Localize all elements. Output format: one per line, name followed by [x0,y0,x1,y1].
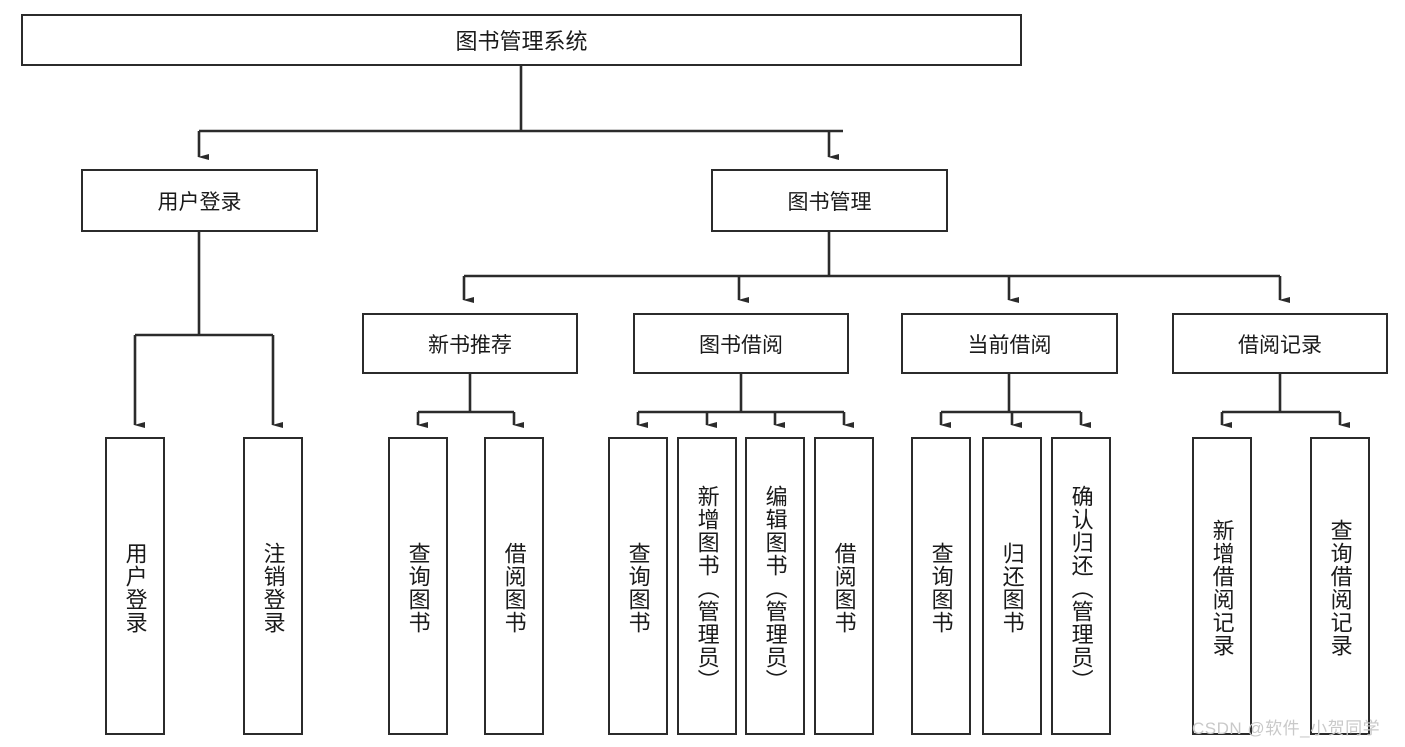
leaf-node-label: 新增借阅记录 [1209,519,1235,657]
leaf-node[interactable]: 查询图书 [608,437,668,735]
leaf-node-label: 查询图书 [405,542,431,634]
leaf-node[interactable]: 编辑图书（管理员） [745,437,805,735]
node-label: 图书管理 [787,190,872,214]
leaf-node[interactable]: 用户登录 [105,437,165,735]
leaf-node-label: 注销登录 [260,542,286,634]
node-root-system[interactable]: 图书管理系统 [21,14,1022,66]
leaf-node-label: 新增图书（管理员） [694,484,720,692]
leaf-node[interactable]: 借阅图书 [814,437,874,735]
leaf-node-label: 查询借阅记录 [1327,519,1353,657]
leaf-node[interactable]: 注销登录 [243,437,303,735]
node-book-management[interactable]: 图书管理 [711,169,948,232]
node-user-login[interactable]: 用户登录 [81,169,318,232]
leaf-node-label: 用户登录 [122,542,148,634]
node-label: 新书推荐 [428,333,512,357]
leaf-node[interactable]: 查询借阅记录 [1310,437,1370,735]
leaf-node[interactable]: 归还图书 [982,437,1042,735]
node-borrow-record[interactable]: 借阅记录 [1172,313,1388,374]
node-current-borrow[interactable]: 当前借阅 [901,313,1118,374]
leaf-node[interactable]: 新增图书（管理员） [677,437,737,735]
leaf-node-label: 编辑图书（管理员） [762,484,788,692]
leaf-node-label: 查询图书 [625,542,651,634]
leaf-node-label: 借阅图书 [501,542,527,634]
leaf-node-label: 查询图书 [928,542,954,634]
leaf-node[interactable]: 查询图书 [388,437,448,735]
node-label: 当前借阅 [967,333,1052,357]
node-label: 图书借阅 [699,333,783,357]
leaf-node-label: 归还图书 [999,542,1025,634]
node-label: 借阅记录 [1238,333,1322,357]
leaf-node[interactable]: 确认归还（管理员） [1051,437,1111,735]
node-label: 图书管理系统 [455,29,588,54]
leaf-node[interactable]: 借阅图书 [484,437,544,735]
leaf-node-label: 确认归还（管理员） [1068,484,1094,692]
node-label: 用户登录 [157,190,242,214]
leaf-node[interactable]: 查询图书 [911,437,971,735]
node-new-book-recommend[interactable]: 新书推荐 [362,313,578,374]
node-book-borrow[interactable]: 图书借阅 [633,313,849,374]
leaf-node-label: 借阅图书 [831,542,857,634]
leaf-node[interactable]: 新增借阅记录 [1192,437,1252,735]
csdn-watermark: CSDN @软件_小贺同学 [1192,719,1381,738]
